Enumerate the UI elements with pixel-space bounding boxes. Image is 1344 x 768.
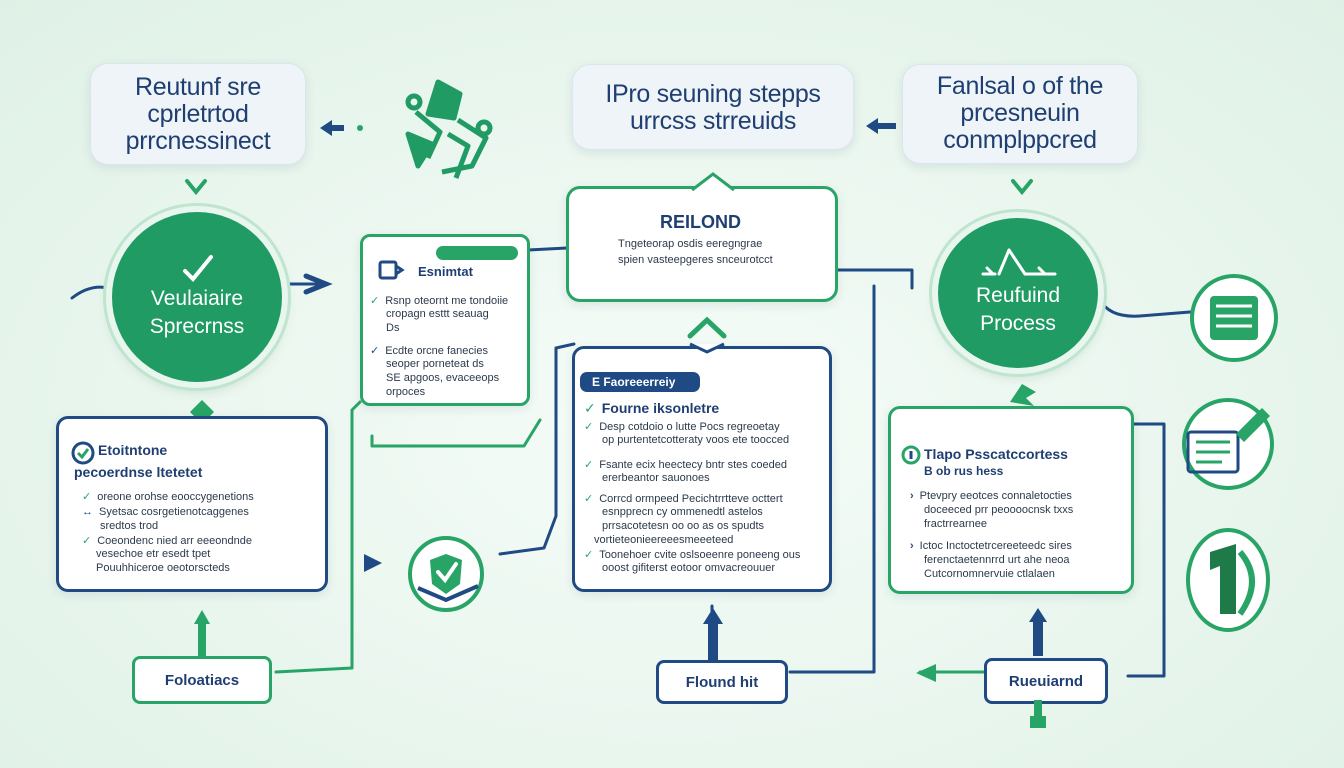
small-left-panel-line: Ds: [386, 322, 400, 334]
scale-icon: [981, 248, 1057, 276]
bottom-center-label: Flound hit: [656, 660, 788, 704]
top-right-box-line: conmplppcred: [943, 126, 1097, 154]
right-panel-header: Tlapo Psscatccortess: [924, 446, 1068, 462]
top-right-box-line: Fanlsal o of the: [936, 72, 1104, 100]
center-panel-header: ✓Fourne iksonletre: [584, 400, 720, 416]
right-panel-subheader: B ob rus hess: [924, 464, 1004, 478]
small-left-panel-line: SE apgoos, evaceeops: [386, 372, 500, 384]
check-icon: [183, 255, 213, 282]
top-middle-panel-line: spien vasteepgeres snceurotcct: [618, 254, 773, 266]
recycle-icon: [405, 79, 493, 179]
connector-right-panel-loop: [1126, 422, 1166, 678]
center-panel-line: esnpprecn cy ommenedtl astelos: [602, 506, 763, 518]
right-process-circle: Reufuind Process: [938, 218, 1098, 368]
chevron-up-icon: [687, 316, 727, 339]
connector-center-down: [554, 342, 576, 350]
connector-panel-loop: [274, 400, 362, 674]
small-left-panel-line: ✓Rsnp oteornt me tondoiie: [370, 295, 509, 307]
center-panel-line: ✓Fsante ecix heectecy bntr stes coeded: [584, 459, 787, 471]
refund-coin-icon: [1186, 528, 1270, 632]
right-panel-line: fractrrearnee: [924, 518, 987, 530]
top-center-box-line: urrcss strreuids: [629, 107, 797, 135]
left-panel-subtitle: pecoerdnse ltetetet: [74, 464, 203, 480]
small-left-panel-line: seoper porneteat ds: [386, 358, 484, 370]
right-panel-line: Cutcornomnervuie ctlalaen: [924, 568, 1055, 580]
refund-icon: [71, 441, 95, 465]
connector-left-in: [70, 285, 110, 300]
right-panel-line: doceeced prr peoooocnsk txxs: [924, 504, 1074, 516]
arrow-left-icon: [866, 118, 896, 134]
receipt-icon: [378, 260, 405, 280]
right-circle-line: Process: [980, 312, 1056, 335]
arrow-up-icon: [703, 608, 723, 660]
arrow-up-icon: [1029, 608, 1047, 656]
connector-shield-to-center: [498, 346, 558, 556]
top-right-box: Fanlsal o of the prcesneuin conmplppcred: [902, 64, 1138, 164]
left-panel-line: ✓Coeondenc nied arr eeeondnde: [82, 535, 252, 547]
chevron-down-icon: [1011, 179, 1033, 196]
left-panel-line: sredtos trod: [100, 520, 159, 532]
small-left-panel-line: orpoces: [386, 386, 426, 398]
bottom-left-label: Foloatiacs: [132, 656, 272, 704]
center-panel-line: ✓Corrcd ormpeed Pecichtrrtteve octtert: [584, 493, 783, 505]
connector-mid-right: [834, 268, 914, 290]
arrow-up-icon: [194, 610, 210, 658]
left-panel: [56, 416, 328, 592]
connector-right-circle-to-db: [1098, 298, 1192, 318]
arrow-right-icon: [364, 554, 382, 572]
left-panel-line: Pouuhhiceroe oeotorscteds: [96, 562, 230, 574]
arrow-left-icon: [320, 120, 363, 136]
center-panel-line: prrsacotetesn oo oo as os spudts: [602, 520, 765, 532]
left-panel-title: Etoitntone: [98, 442, 168, 458]
connector-panel-bottom: [370, 418, 542, 448]
leaf-icon: [1010, 384, 1036, 406]
top-middle-panel-line: Tngeteorap osdis eeregngrae: [618, 238, 763, 250]
right-panel-line: ›Ictoc Inctoctetrcereeteedc sires: [910, 540, 1072, 552]
shield-check-icon: [408, 536, 484, 612]
right-panel-line: ›Ptevpry eeotces connaletocties: [910, 490, 1072, 502]
center-panel-line: op purtentetcotteraty voos ete toocced: [602, 434, 790, 446]
document-edit-icon: [1182, 398, 1274, 490]
left-panel-line: vesechoe etr esedt tpet: [96, 548, 211, 560]
center-panel-line: ererbeantor sauonoes: [602, 472, 710, 484]
center-panel-line: vortieteonieereeesmeeeteed: [594, 534, 734, 546]
top-left-box-line: Reutunf sre: [135, 73, 261, 101]
small-left-panel-line: cropagn esttt seauag: [386, 308, 489, 320]
small-left-panel-tab: [436, 246, 518, 260]
right-panel-line: ferenctaetennrrd urt ahe neoa: [924, 554, 1070, 566]
database-icon: [1190, 274, 1278, 362]
center-panel-line: ✓Toonehoer cvite oslsoeenre poneeng ous: [584, 549, 801, 561]
top-left-box: Reutunf sre cprletrtod prrcnessinect: [90, 63, 306, 165]
right-circle-line: Reufuind: [975, 284, 1061, 307]
panel-peak: [691, 172, 735, 192]
right-panel: [888, 406, 1134, 594]
small-left-panel-line: ✓Ecdte orcne fanecies: [370, 345, 488, 357]
left-panel-line: ↔Syetsac cosrgetienotcaggenes: [82, 506, 249, 518]
panel-notch: [689, 342, 725, 354]
center-panel-badge: E Faoreeerreiy: [580, 372, 700, 392]
top-right-box-line: prcesneuin: [960, 99, 1080, 127]
top-left-box-line: cprletrtod: [147, 100, 249, 128]
arrow-right-icon: [303, 273, 333, 295]
small-left-panel-header: Esnimtat: [418, 264, 473, 279]
left-panel-line: ✓oreone orohse eooccygenetions: [82, 491, 254, 503]
chevron-down-icon: [185, 179, 207, 196]
info-icon: [901, 445, 921, 465]
small-left-panel: [360, 234, 530, 406]
left-circle-line: Veulaiaire: [150, 287, 244, 310]
arrow-left-icon: [916, 664, 936, 682]
top-center-box-line: IPro seuning stepps: [605, 80, 821, 108]
top-center-box: IPro seuning stepps urrcss strreuids: [572, 64, 854, 150]
left-circle-line: Sprecrnss: [149, 315, 245, 338]
center-panel-line: ✓Desp cotdoio o lutte Pocs regreoetay: [584, 421, 780, 433]
bottom-right-label: Rueuiarnd: [984, 658, 1108, 704]
top-middle-panel-title: REILOND: [660, 212, 741, 232]
connector-right-vertical: [788, 284, 876, 674]
left-process-circle: Veulaiaire Sprecrnss: [112, 212, 282, 382]
top-left-box-line: prrcnessinect: [125, 127, 271, 155]
center-panel-line: ooost gifiterst eotoor omvacreouuer: [602, 562, 776, 574]
stand-icon: [1030, 700, 1046, 728]
